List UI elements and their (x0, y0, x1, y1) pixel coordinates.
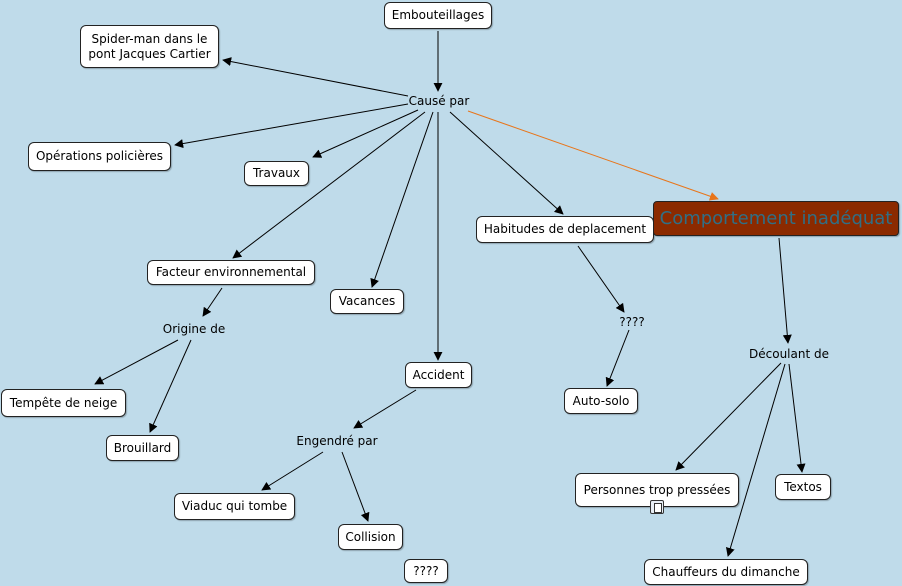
node-textos[interactable]: Textos (775, 474, 831, 500)
link-origine-de[interactable]: Origine de (162, 322, 226, 336)
node-unknown-bottom-label: ???? (413, 563, 439, 578)
arrow-comportement-decoulant (778, 237, 792, 344)
arrow-origine-tempete (94, 339, 179, 385)
node-brouillard[interactable]: Brouillard (106, 435, 179, 461)
node-spiderman-label: Spider-man dans le pont Jacques Cartier (88, 31, 211, 61)
node-vacances-label: Vacances (338, 294, 396, 308)
node-operations[interactable]: Opérations policières (28, 142, 171, 171)
arrow-cause-facteur (232, 111, 426, 259)
node-comportement-label: Comportement inadéquat (659, 208, 893, 229)
node-embouteillages-label: Embouteillages (391, 8, 485, 22)
arrow-cause-spiderman (222, 57, 409, 97)
node-facteur[interactable]: Facteur environnemental (147, 260, 315, 285)
arrow-cause-habitudes (449, 111, 564, 215)
node-chauffeurs[interactable]: Chauffeurs du dimanche (644, 559, 808, 585)
node-tempete[interactable]: Tempête de neige (1, 389, 126, 417)
node-autosolo[interactable]: Auto-solo (564, 388, 638, 414)
node-facteur-label: Facteur environnemental (155, 265, 307, 279)
node-comportement[interactable]: Comportement inadéquat (653, 201, 899, 236)
node-personnes-label: Personnes trop pressées (583, 482, 731, 497)
node-spiderman[interactable]: Spider-man dans le pont Jacques Cartier (80, 25, 219, 68)
link-unknown[interactable]: ???? (619, 315, 645, 329)
node-collision-label: Collision (345, 529, 396, 544)
node-habitudes[interactable]: Habitudes de deplacement (476, 216, 654, 243)
arrow-decoulant-textos (788, 363, 806, 473)
node-vacances[interactable]: Vacances (330, 289, 404, 314)
arrow-habitudes-unknown (577, 245, 625, 313)
node-viaduc[interactable]: Viaduc qui tombe (174, 493, 295, 520)
node-travaux[interactable]: Travaux (244, 161, 309, 186)
node-collision[interactable]: Collision (338, 524, 403, 550)
node-unknown-bottom[interactable]: ???? (404, 559, 448, 583)
node-brouillard-label: Brouillard (113, 440, 172, 455)
arrow-engendre-viaduc (261, 451, 324, 491)
link-decoulant-de[interactable]: Découlant de (749, 347, 829, 361)
arrow-cause-operations (174, 103, 409, 149)
node-accident-label: Accident (412, 367, 465, 382)
node-viaduc-label: Viaduc qui tombe (181, 499, 288, 513)
node-operations-label: Opérations policières (35, 149, 164, 163)
arrow-cause-vacances (370, 111, 434, 288)
arrow-engendre-collision (341, 451, 370, 522)
node-personnes[interactable]: Personnes trop pressées (575, 473, 739, 507)
arrow-origine-brouillard (149, 339, 192, 433)
node-embouteillages[interactable]: Embouteillages (384, 2, 492, 29)
node-autosolo-label: Auto-solo (572, 393, 630, 408)
node-accident[interactable]: Accident (405, 362, 472, 388)
arrow-decoulant-chauffeurs (725, 363, 786, 557)
node-tempete-label: Tempête de neige (9, 395, 118, 410)
node-habitudes-label: Habitudes de deplacement (483, 222, 647, 236)
link-cause-par[interactable]: Causé par (408, 94, 470, 108)
node-chauffeurs-label: Chauffeurs du dimanche (652, 564, 800, 579)
arrow-accident-engendre (353, 389, 417, 429)
node-travaux-label: Travaux (252, 166, 300, 180)
arrow-cause-travaux (312, 109, 419, 158)
arrow-facteur-origine (202, 287, 223, 317)
node-textos-label: Textos (784, 479, 822, 494)
arrow-cause-comportement (467, 110, 719, 201)
arrow-decoulant-personnes (675, 362, 782, 471)
link-engendre-par[interactable]: Engendré par (296, 434, 378, 448)
document-icon[interactable] (650, 500, 664, 514)
arrow-unknown-autosolo (605, 329, 630, 387)
